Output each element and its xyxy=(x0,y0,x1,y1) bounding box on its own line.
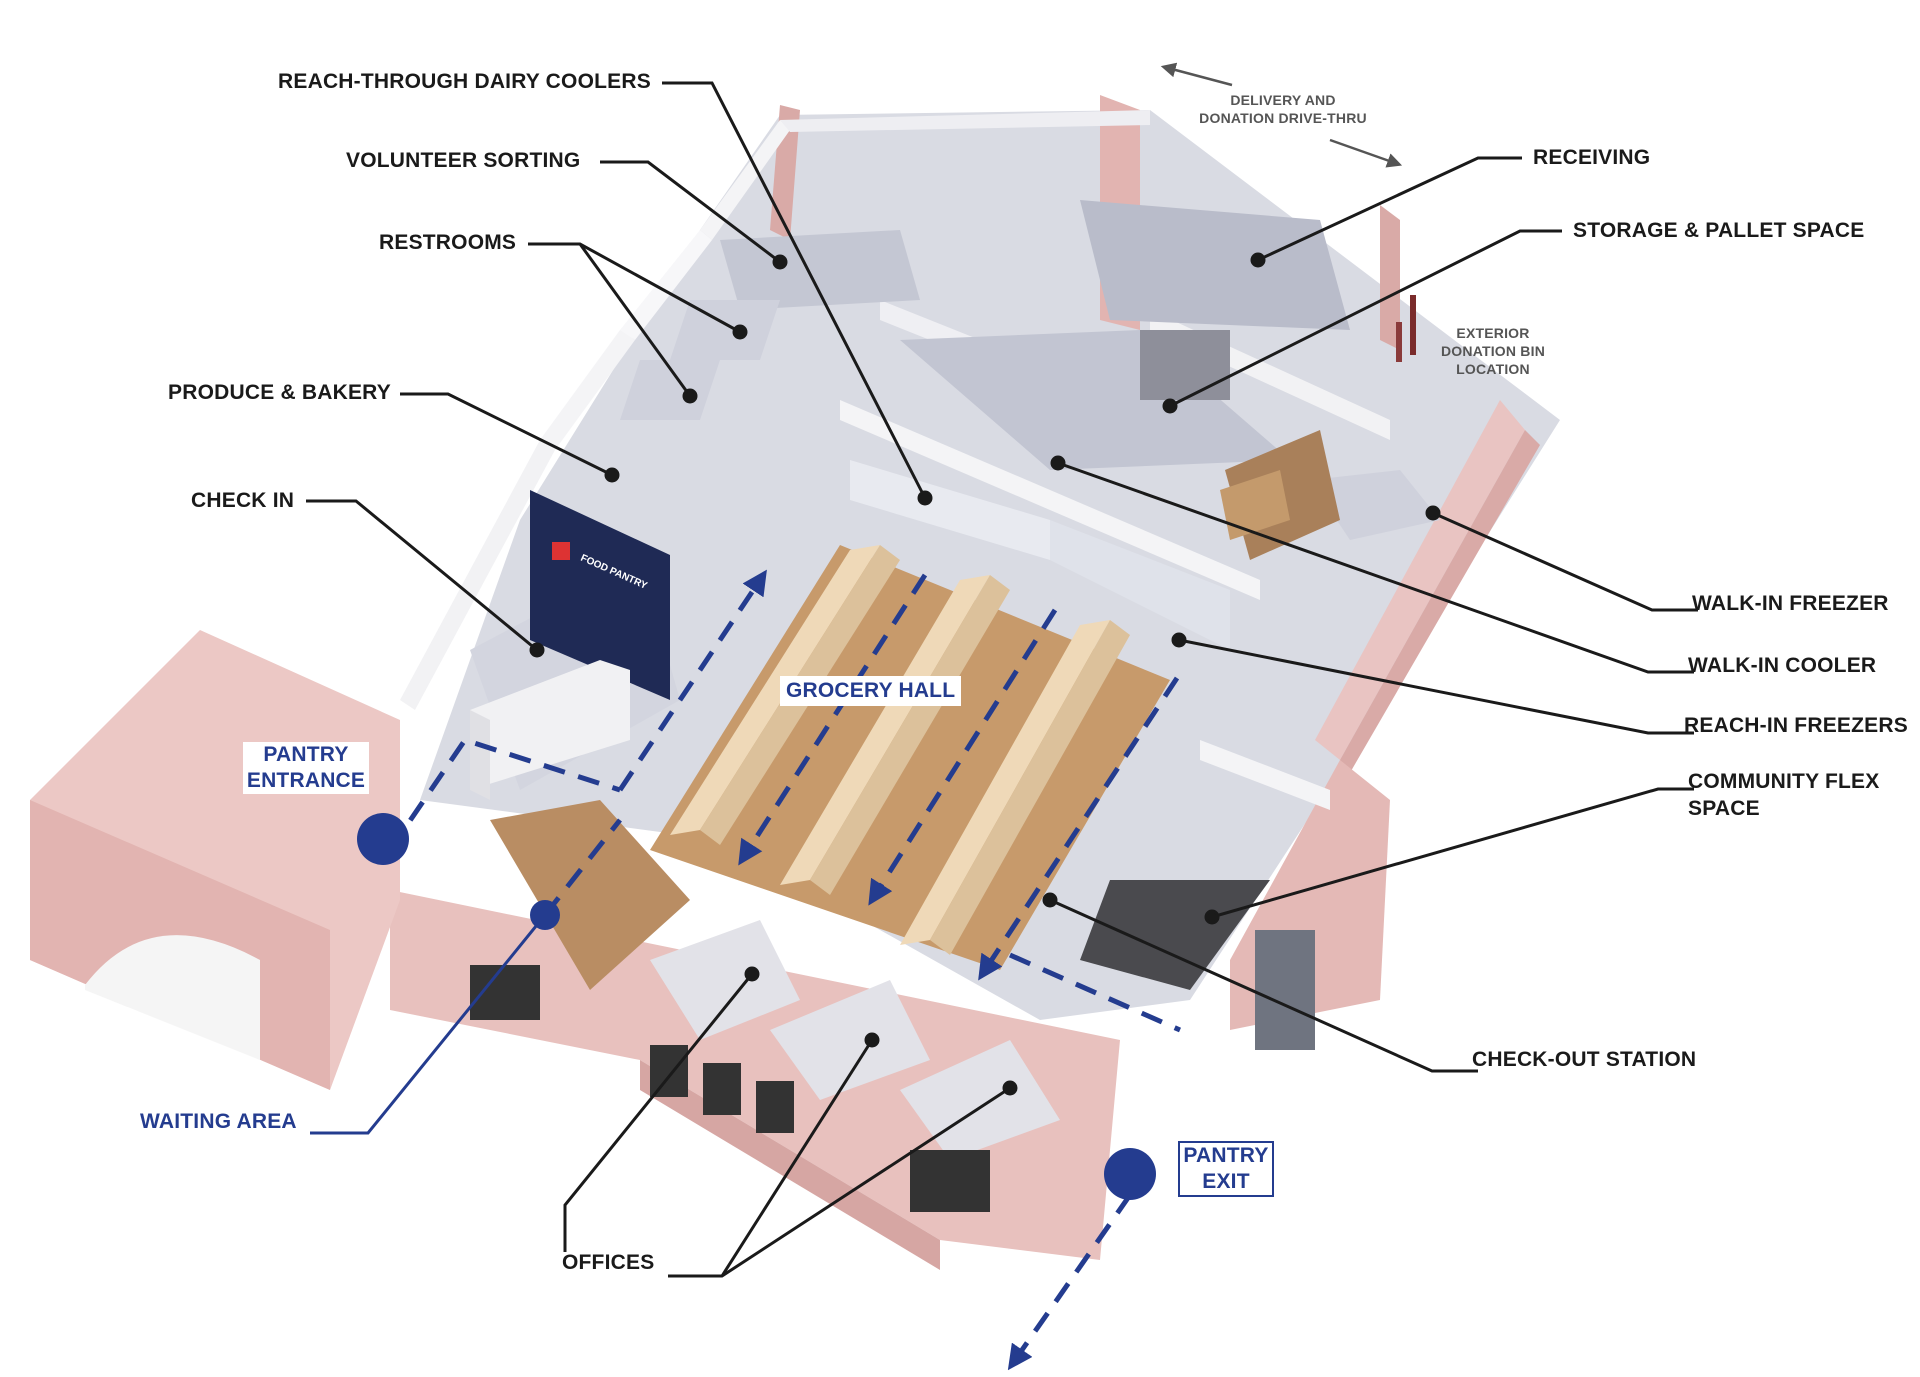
label-restrooms: RESTROOMS xyxy=(379,231,517,254)
pantry-logo-icon xyxy=(552,542,570,560)
label-walk-in-cooler: WALK-IN COOLER xyxy=(1688,654,1877,677)
label-delivery-drive-thru: DELIVERY AND DONATION DRIVE-THRU xyxy=(1188,91,1378,127)
label-storage-pallet-space: STORAGE & PALLET SPACE xyxy=(1573,219,1865,242)
label-offices: OFFICES xyxy=(562,1251,655,1274)
donation-bin-icon xyxy=(1396,295,1416,362)
cooler-units xyxy=(850,330,1230,650)
label-community-flex-space: COMMUNITY FLEX SPACE xyxy=(1688,768,1879,822)
leader-receiving xyxy=(1257,156,1522,262)
label-check-out-station: CHECK-OUT STATION xyxy=(1472,1048,1697,1071)
leader-produce-bakery xyxy=(400,392,613,477)
label-produce-bakery: PRODUCE & BAKERY xyxy=(168,381,391,404)
label-delivery-line2: DONATION DRIVE-THRU xyxy=(1199,110,1367,126)
pantry-entrance-marker xyxy=(357,813,409,865)
label-receiving: RECEIVING xyxy=(1533,146,1651,169)
leader-lines xyxy=(306,81,1698,1278)
food-pantry-sign: FOOD PANTRY xyxy=(530,490,670,700)
leader-reach-in-freezers xyxy=(1178,638,1694,735)
label-pantry-entrance-line2: ENTRANCE xyxy=(246,769,366,792)
check-in-counter xyxy=(470,660,630,800)
label-donation-bin-line3: LOCATION xyxy=(1456,361,1530,377)
label-volunteer-sorting: VOLUNTEER SORTING xyxy=(346,149,581,172)
leader-dairy-coolers xyxy=(662,81,927,499)
label-donation-bin-line2: DONATION BIN xyxy=(1440,343,1546,359)
leader-walk-in-freezer xyxy=(1432,511,1698,612)
windows xyxy=(470,930,1315,1212)
label-community-flex-line2: SPACE xyxy=(1688,797,1760,820)
leader-check-out xyxy=(1049,898,1478,1073)
marker-dairy-coolers xyxy=(917,490,933,506)
label-donation-bin-line1: EXTERIOR xyxy=(1456,325,1530,341)
label-walk-in-freezer: WALK-IN FREEZER xyxy=(1692,592,1889,615)
leader-walk-in-cooler xyxy=(1057,461,1694,674)
label-pantry-entrance: PANTRY ENTRANCE xyxy=(243,742,369,794)
circulation-path xyxy=(387,569,1182,1371)
leader-storage xyxy=(1169,229,1562,408)
pallets xyxy=(1220,430,1340,560)
label-pantry-entrance-line1: PANTRY xyxy=(263,743,349,766)
grocery-shelves xyxy=(670,545,1130,955)
label-pantry-exit-line2: EXIT xyxy=(1202,1170,1250,1193)
label-grocery-hall: GROCERY HALL xyxy=(780,676,962,706)
label-exterior-donation-bin: EXTERIOR DONATION BIN LOCATION xyxy=(1428,324,1558,378)
pantry-exit-marker xyxy=(1104,1148,1156,1200)
label-check-in: CHECK IN xyxy=(191,489,295,512)
label-pantry-exit-line1: PANTRY xyxy=(1183,1144,1269,1167)
label-delivery-line1: DELIVERY AND xyxy=(1230,92,1336,108)
delivery-arrows xyxy=(1160,62,1403,168)
label-pantry-exit: PANTRY EXIT xyxy=(1178,1141,1274,1197)
label-waiting-area: WAITING AREA xyxy=(140,1110,297,1133)
label-reach-through-dairy-coolers: REACH-THROUGH DAIRY COOLERS xyxy=(278,70,651,93)
leader-community-flex xyxy=(1211,787,1694,919)
label-community-flex-line1: COMMUNITY FLEX xyxy=(1688,770,1880,793)
leader-check-in xyxy=(306,499,538,652)
leader-volunteer-sorting xyxy=(600,160,781,264)
label-reach-in-freezers: REACH-IN FREEZERS xyxy=(1684,714,1908,737)
